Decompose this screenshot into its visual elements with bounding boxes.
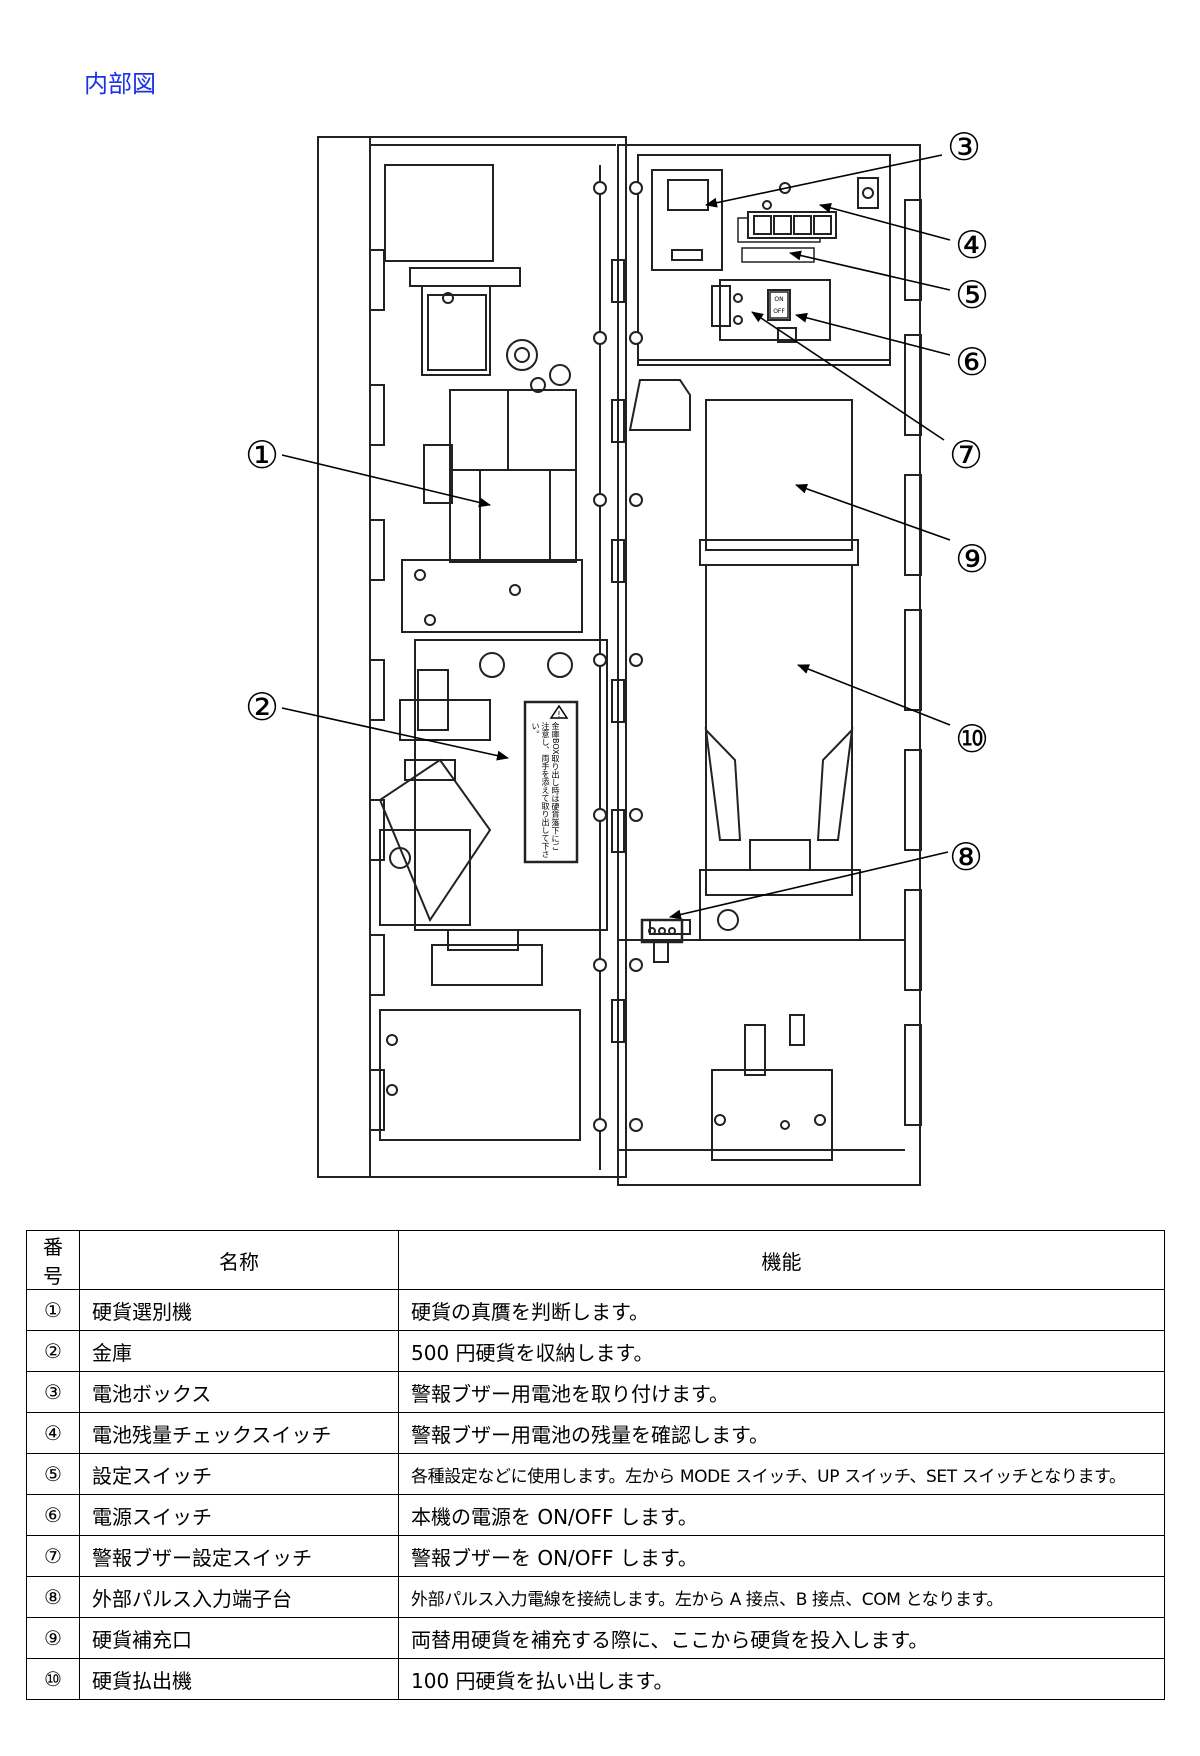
row-number: ⑤ bbox=[26, 1453, 80, 1495]
row-number: ⑧ bbox=[26, 1576, 80, 1618]
header-number: 番号 bbox=[26, 1230, 80, 1290]
table-row: ⑦ 警報ブザー設定スイッチ 警報ブザーを ON/OFF します。 bbox=[26, 1535, 1165, 1577]
table-header-row: 番号 名称 機能 bbox=[26, 1230, 1165, 1290]
row-function: 各種設定などに使用します。左から MODE スイッチ、UP スイッチ、SET ス… bbox=[398, 1453, 1165, 1495]
row-number: ⑦ bbox=[26, 1535, 80, 1577]
row-function: 警報ブザー用電池の残量を確認します。 bbox=[398, 1412, 1165, 1454]
callout-6: ⑥ bbox=[955, 340, 989, 384]
coin-refill-port bbox=[628, 379, 861, 941]
hinge-screws bbox=[593, 181, 643, 1132]
callout-2: ② bbox=[245, 685, 279, 729]
warning-label-text: 金庫BOX取り出し時は硬貨落下にご注意し、両手を添えて取り出して下さい。 bbox=[531, 722, 560, 858]
leader-line-3 bbox=[705, 154, 943, 208]
bottom-tray bbox=[379, 929, 581, 1141]
row-name: 警報ブザー設定スイッチ bbox=[79, 1535, 399, 1577]
row-function: 警報ブザー用電池を取り付けます。 bbox=[398, 1371, 1165, 1413]
leader-line-10 bbox=[797, 664, 951, 726]
row-function: 100 円硬貨を払い出します。 bbox=[398, 1658, 1165, 1700]
callout-9: ⑨ bbox=[955, 537, 989, 581]
table-row: ② 金庫 500 円硬貨を収納します。 bbox=[26, 1330, 1165, 1372]
leader-line-8 bbox=[669, 851, 949, 920]
leader-lines bbox=[281, 154, 951, 920]
control-panel bbox=[637, 154, 891, 366]
hinge-column bbox=[599, 165, 625, 1170]
row-name: 硬貨払出機 bbox=[79, 1658, 399, 1700]
table-row: ③ 電池ボックス 警報ブザー用電池を取り付けます。 bbox=[26, 1371, 1165, 1413]
leader-line-1 bbox=[281, 454, 491, 508]
row-number: ④ bbox=[26, 1412, 80, 1454]
row-function: 硬貨の真贋を判断します。 bbox=[398, 1289, 1165, 1331]
row-name: 硬貨選別機 bbox=[79, 1289, 399, 1331]
callout-4: ④ bbox=[955, 223, 989, 267]
table-row: ④ 電池残量チェックスイッチ 警報ブザー用電池の残量を確認します。 bbox=[26, 1412, 1165, 1454]
header-name: 名称 bbox=[79, 1230, 399, 1290]
leader-line-7 bbox=[751, 311, 945, 441]
row-name: 電池ボックス bbox=[79, 1371, 399, 1413]
row-number: ① bbox=[26, 1289, 80, 1331]
seven-segment-display bbox=[747, 211, 837, 239]
leader-line-2 bbox=[281, 707, 509, 761]
row-number: ⑥ bbox=[26, 1494, 80, 1536]
callout-7: ⑦ bbox=[949, 433, 983, 477]
callout-10: ⑩ bbox=[955, 717, 989, 761]
table-row: ⑧ 外部パルス入力端子台 外部パルス入力電線を接続します。左から A 接点、B … bbox=[26, 1576, 1165, 1618]
internal-diagram: ON OFF ! 金庫BOX取り出し時は硬貨落下にご注意し、両手を添えて取り出し… bbox=[245, 125, 989, 1186]
switch-off-label: OFF bbox=[773, 308, 785, 315]
table-row: ⑩ 硬貨払出機 100 円硬貨を払い出します。 bbox=[26, 1658, 1165, 1700]
warning-label: ! 金庫BOX取り出し時は硬貨落下にご注意し、両手を添えて取り出して下さい。 bbox=[531, 704, 569, 858]
row-number: ⑩ bbox=[26, 1658, 80, 1700]
leader-line-5 bbox=[789, 250, 951, 291]
callouts: ① ② ③ ④ ⑤ ⑥ ⑦ ⑧ ⑨ ⑩ bbox=[245, 125, 989, 879]
row-number: ③ bbox=[26, 1371, 80, 1413]
row-name: 外部パルス入力端子台 bbox=[79, 1576, 399, 1618]
svg-text:!: ! bbox=[557, 710, 560, 719]
callout-5: ⑤ bbox=[955, 273, 989, 317]
coin-selector bbox=[401, 267, 583, 633]
row-name: 電源スイッチ bbox=[79, 1494, 399, 1536]
row-number: ⑨ bbox=[26, 1617, 80, 1659]
row-name: 硬貨補充口 bbox=[79, 1617, 399, 1659]
section-title: 内部図 bbox=[84, 70, 156, 98]
row-function: 外部パルス入力電線を接続します。左から A 接点、B 接点、COM となります。 bbox=[398, 1576, 1165, 1618]
leader-line-4 bbox=[819, 203, 951, 241]
power-switch: ON OFF bbox=[769, 291, 789, 319]
row-function: 警報ブザーを ON/OFF します。 bbox=[398, 1535, 1165, 1577]
table-row: ⑨ 硬貨補充口 両替用硬貨を補充する際に、ここから硬貨を投入します。 bbox=[26, 1617, 1165, 1659]
left-door bbox=[317, 136, 627, 1178]
row-function: 本機の電源を ON/OFF します。 bbox=[398, 1494, 1165, 1536]
row-function: 500 円硬貨を収納します。 bbox=[398, 1330, 1165, 1372]
table-row: ① 硬貨選別機 硬貨の真贋を判断します。 bbox=[26, 1289, 1165, 1331]
callout-1: ① bbox=[245, 433, 279, 477]
terminal-block bbox=[640, 918, 684, 963]
leader-line-9 bbox=[795, 483, 951, 541]
header-function: 機能 bbox=[398, 1230, 1165, 1290]
callout-8: ⑧ bbox=[949, 835, 983, 879]
row-name: 金庫 bbox=[79, 1330, 399, 1372]
row-name: 設定スイッチ bbox=[79, 1453, 399, 1495]
payout-motor bbox=[711, 1014, 833, 1161]
callout-3: ③ bbox=[947, 125, 981, 169]
row-name: 電池残量チェックスイッチ bbox=[79, 1412, 399, 1454]
leader-line-6 bbox=[795, 312, 951, 356]
row-function: 両替用硬貨を補充する際に、ここから硬貨を投入します。 bbox=[398, 1617, 1165, 1659]
component-table: 番号 名称 機能 ① 硬貨選別機 硬貨の真贋を判断します。 ② 金庫 500 円… bbox=[26, 1230, 1165, 1700]
switch-on-label: ON bbox=[774, 296, 783, 303]
table-row: ⑤ 設定スイッチ 各種設定などに使用します。左から MODE スイッチ、UP ス… bbox=[26, 1453, 1165, 1495]
row-number: ② bbox=[26, 1330, 80, 1372]
table-row: ⑥ 電源スイッチ 本機の電源を ON/OFF します。 bbox=[26, 1494, 1165, 1536]
